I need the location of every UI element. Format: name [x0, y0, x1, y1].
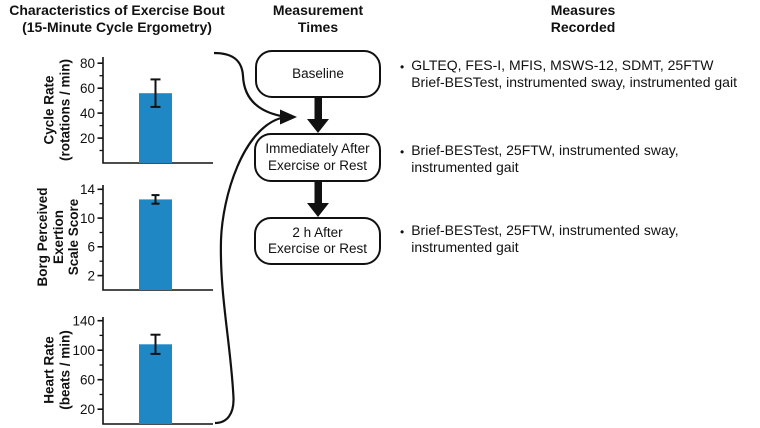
y-tick-label: 100	[72, 343, 95, 358]
cycle-rate-chart: 20 40 60 80	[80, 56, 213, 164]
flow-box-immediately-after: Immediately After Exercise or Rest	[254, 133, 381, 182]
measures-item-immediately-after: • Brief-BESTest, 25FTW, instrumented swa…	[400, 142, 758, 175]
axis-spine	[102, 317, 213, 425]
y-tick-label: 60	[80, 81, 95, 96]
measures-recorded-header: Measures Recorded	[550, 2, 616, 35]
bar	[139, 199, 172, 290]
y-tick-label: 80	[80, 56, 95, 71]
flow-arrow-1-shaft	[314, 97, 322, 120]
y-tick-label: 20	[80, 402, 95, 417]
brace-arrowhead-icon	[280, 109, 297, 125]
bullet-icon: •	[400, 60, 405, 74]
y-tick-label: 20	[80, 131, 95, 146]
y-tick-label: 14	[80, 182, 96, 197]
flow-arrow-2-icon	[307, 181, 329, 217]
y-tick-label: 10	[80, 211, 95, 226]
axis-spine	[102, 57, 213, 164]
bullet-icon: •	[400, 225, 405, 239]
borg-scale-chart: 2 6 10 14	[80, 182, 213, 291]
bullet-icon: •	[400, 145, 405, 159]
measures-item-text: Brief-BESTest, 25FTW, instrumented sway,…	[411, 142, 679, 175]
flow-box-baseline: Baseline	[255, 50, 381, 98]
y-tick-label: 6	[87, 240, 95, 255]
y-tick-label: 140	[72, 313, 95, 328]
measures-item-text: Brief-BESTest, 25FTW, instrumented sway,…	[411, 222, 679, 255]
exercise-bout-title: Characteristics of Exercise Bout (15-Min…	[9, 2, 225, 35]
flow-arrow-2-shaft	[314, 181, 322, 204]
flow-box-2h-after: 2 h After Exercise or Rest	[254, 217, 381, 265]
measures-item-2h-after: • Brief-BESTest, 25FTW, instrumented swa…	[400, 222, 758, 255]
y-tick-label: 60	[80, 372, 95, 387]
measures-item-baseline: • GLTEQ, FES-I, MFIS, MSWS-12, SDMT, 25F…	[400, 57, 758, 90]
flow-arrow-1-head	[307, 119, 329, 133]
flow-arrow-2-head	[307, 203, 329, 217]
y-tick-label: 2	[87, 268, 95, 283]
axis-spine	[102, 185, 213, 291]
flow-arrow-1-icon	[307, 97, 329, 133]
measures-item-text: GLTEQ, FES-I, MFIS, MSWS-12, SDMT, 25FTW…	[411, 57, 737, 90]
measurement-times-header: Measurement Times	[272, 2, 364, 35]
y-tick-label: 40	[80, 106, 95, 121]
heart-rate-chart: 20 60 100 140	[72, 313, 213, 425]
bar	[139, 344, 172, 424]
